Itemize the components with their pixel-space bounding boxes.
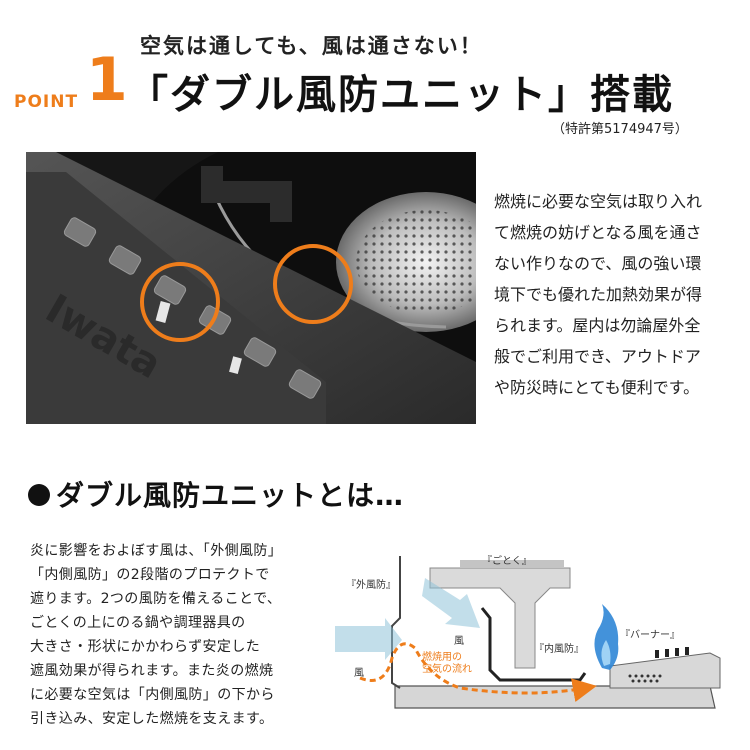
point-number: 1: [86, 45, 128, 115]
label-airflow-2: 空気の流れ: [422, 662, 472, 675]
stove-illustration: Iwata: [26, 152, 476, 424]
airflow-arrow: [359, 642, 597, 702]
body-line: ごとくの上にのる鍋や調理器具の: [30, 615, 246, 631]
explanation-text: 炎に影響をおよぼす風は、「外側風防」 「内側風防」の2段階のプロテクトで 遮りま…: [30, 539, 330, 731]
windscreen-diagram: 『外風防』 『ごとく』 『内風防』 『バーナー』 風 風 燃焼用の 空気の流れ: [330, 548, 730, 728]
description-line: 境下でも優れた加熱効果が得: [494, 285, 703, 304]
description-line: 般でご利用でき、アウトドア: [494, 347, 701, 366]
description-line: ない作りなので、風の強い環: [494, 254, 702, 273]
body-line: 炎に影響をおよぼす風は、「外側風防」: [30, 543, 283, 559]
headline: 「ダブル風防ユニット」搭載: [128, 72, 674, 118]
label-inner-windscreen: 『内風防』: [534, 642, 584, 655]
point-label: POINT: [14, 92, 79, 112]
stove-closeup-photo: Iwata: [26, 152, 476, 424]
flame-core: [601, 640, 611, 666]
windscreen-diagram-svg: 『外風防』 『ごとく』 『内風防』 『バーナー』 風 風 燃焼用の 空気の流れ: [335, 554, 721, 709]
wind-arrow-lower: [335, 618, 402, 660]
patent-note: （特許第5174947号）: [552, 122, 688, 137]
label-wind-upper: 風: [454, 635, 464, 647]
description-line: られます。屋内は勿論屋外全: [494, 316, 701, 335]
body-line: 引き込み、安定した燃焼を支えます。: [30, 711, 274, 727]
flame-icon: [594, 604, 619, 670]
feature-description: 燃焼に必要な空気は取り入れ て燃焼の妨げとなる風を通さ ない作りなので、風の強い…: [494, 186, 726, 403]
body-line: 大きさ・形状にかかわらず安定した: [30, 639, 261, 655]
gotoku-shape: [429, 567, 571, 669]
label-airflow-1: 燃焼用の: [422, 650, 462, 663]
body-line: に必要な空気は「内側風防」の下から: [30, 687, 275, 703]
highlight-circle-inner: [273, 244, 353, 324]
highlight-circle-outer: [140, 262, 220, 342]
burner-body: [609, 652, 721, 689]
label-wind-lower: 風: [354, 667, 364, 679]
description-line: 燃焼に必要な空気は取り入れ: [494, 192, 703, 211]
subtitle: 空気は通しても、風は通さない！: [140, 34, 483, 58]
description-line: や防災時にとても便利です。: [494, 378, 700, 397]
body-line: 「内側風防」の2段階のプロテクトで: [30, 567, 270, 583]
section-bullet-icon: [28, 484, 50, 506]
wind-arrow-upper: [422, 578, 480, 628]
label-burner: 『バーナー』: [620, 629, 680, 641]
label-outer-windscreen: 『外風防』: [346, 578, 396, 591]
outer-windscreen-shape: [391, 556, 401, 689]
description-line: て燃焼の妨げとなる風を通さ: [494, 223, 702, 242]
body-line: 遮ります。2つの風防を備えることで、: [30, 591, 282, 607]
label-gotoku: 『ごとく』: [482, 554, 532, 567]
base-tray: [394, 685, 716, 709]
section-title: ダブル風防ユニットとは…: [56, 479, 405, 512]
body-line: 遮風効果が得られます。また炎の燃焼: [30, 663, 274, 679]
gotoku-top: [460, 560, 564, 568]
